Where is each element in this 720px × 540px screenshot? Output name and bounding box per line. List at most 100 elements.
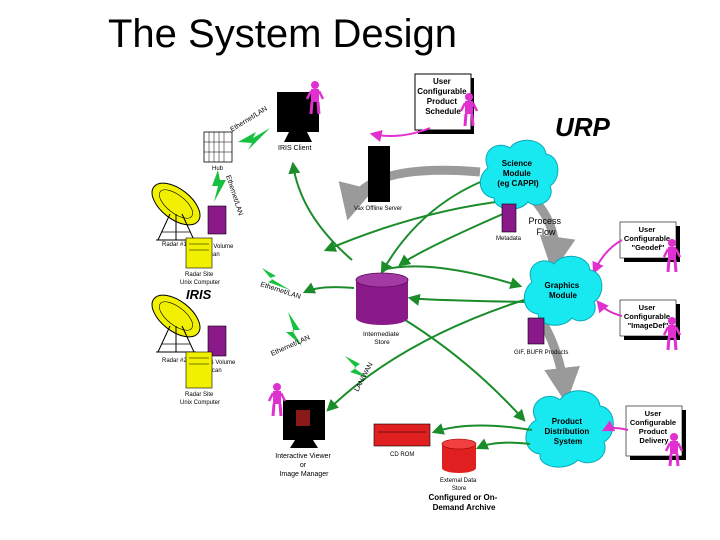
flow-arrow	[381, 265, 523, 289]
process-flow-line: Process	[528, 216, 561, 226]
product-dist-line: Distribution	[544, 427, 589, 436]
archive-line: Demand Archive	[433, 503, 496, 512]
user-delivery-line: Delivery	[639, 436, 669, 445]
link-label: Ethernet/LAN	[259, 281, 301, 301]
svg-text:Science Module (eg: Science Module (eg CAPPI)	[497, 159, 539, 188]
user-delivery-line: User	[645, 409, 662, 418]
svg-text:IRIS Volume Scan: IRIS Volume Scan	[202, 360, 237, 374]
svg-text:User Configurable: User Configurable "Geodef"	[624, 225, 672, 252]
flow-arrow	[380, 177, 491, 275]
intermediate-store-node: Intermediate Store	[355, 272, 409, 346]
external-store-line: External Data	[440, 478, 477, 484]
viewer-line: Image Manager	[279, 471, 329, 478]
flow-arrow	[431, 423, 533, 435]
user-schedule-line: Configurable	[417, 87, 467, 96]
product-distribution-node: Product Distribution System	[525, 390, 614, 468]
process-flow-line: Flow	[536, 227, 556, 237]
hub-label: Hub	[212, 166, 224, 172]
science-line: (eg CAPPI)	[497, 179, 539, 188]
user-geodef-line: "Geodef"	[632, 243, 665, 252]
lightning-icon	[286, 312, 302, 346]
flow-arrow	[407, 293, 527, 306]
user-imagedef-line: User	[639, 303, 656, 312]
link-label: LAN/WAN	[354, 362, 375, 393]
graphics-module-node: Graphics Module	[523, 255, 603, 326]
metadata-label: Metadata	[496, 236, 522, 242]
science-line: Module	[503, 169, 532, 178]
user-arrow	[592, 239, 623, 275]
radar-site-line: Unix Computer	[180, 280, 220, 286]
person-icon	[267, 381, 287, 418]
viewer-line: Interactive Viewer	[275, 453, 331, 460]
flow-arrow	[401, 317, 526, 422]
radar-dish-icon	[144, 174, 208, 241]
user-imagedef-line: Configurable	[624, 312, 670, 321]
lightning-icon	[212, 170, 226, 202]
archive-label: Configured or On- Demand Archive	[428, 493, 499, 512]
gif-products-label: GIF, BUFR Products	[514, 350, 568, 356]
user-arrow	[369, 127, 431, 142]
svg-text:Product Distribution: Product Distribution System	[544, 417, 591, 446]
process-flow-label: Process Flow	[528, 216, 563, 237]
iris-label: IRIS	[186, 287, 212, 302]
flow-arrow	[302, 282, 355, 294]
graphics-line: Module	[549, 291, 578, 300]
viewer-line: or	[300, 462, 307, 469]
radar-site-line: Unix Computer	[180, 400, 220, 406]
intermediate-store-line: Store	[374, 339, 390, 346]
intermediate-store-line: Intermediate	[363, 331, 400, 338]
svg-text:User Configurable: User Configurable "ImageDef"	[624, 303, 672, 330]
user-delivery-line: Product	[639, 427, 668, 436]
lightning-icon	[345, 356, 368, 378]
radar-site-line: Radar Site	[185, 392, 214, 398]
gif-products-node: GIF, BUFR Products	[514, 317, 568, 356]
iris-volume-line: IRIS Volume	[202, 360, 236, 366]
svg-text:Intermediate Store: Intermediate Store	[363, 331, 401, 346]
external-store-line: Store	[452, 486, 467, 492]
product-dist-line: System	[554, 437, 582, 446]
link-label: Ethernet/LAN	[270, 334, 311, 357]
science-line: Science	[502, 159, 533, 168]
svg-text:Interactive Viewer or: Interactive Viewer or Image Manager	[275, 453, 332, 478]
svg-text:User Configurable: User Configurable Product Schedule	[417, 77, 469, 116]
cd-rom-label: CD ROM	[390, 452, 414, 458]
user-delivery-line: Configurable	[630, 418, 676, 427]
user-geodef-line: Configurable	[624, 234, 670, 243]
user-schedule-line: Product	[427, 97, 458, 106]
user-imagedef-line: "ImageDef"	[628, 321, 669, 330]
vax-server-node: Vax Offline Server	[354, 146, 402, 212]
radar-site-node: Radar Site Unix Computer	[180, 351, 220, 406]
svg-text:IRIS Volume Scan: IRIS Volume Scan	[200, 244, 235, 258]
svg-text:Radar Site Unix Computer: Radar Site Unix Computer	[180, 392, 220, 406]
science-module-node: Science Module (eg CAPPI)	[479, 139, 559, 210]
iris-volume-line: IRIS Volume	[200, 244, 234, 250]
lightning-icon	[262, 268, 290, 290]
iris-client-label: IRIS Client	[278, 145, 312, 152]
urp-label: URP	[555, 112, 611, 142]
graphics-line: Graphics	[545, 281, 580, 290]
user-schedule-line: User	[433, 77, 451, 86]
svg-text:External Data Store: External Data Store	[440, 478, 478, 492]
user-schedule-line: Schedule	[425, 107, 461, 116]
svg-text:User Configurable: User Configurable Product Delivery	[630, 409, 678, 445]
lightning-icon	[238, 128, 270, 150]
radar-site-node: Radar Site Unix Computer	[180, 237, 220, 286]
hub-node: Hub	[203, 131, 233, 172]
slide-title: The System Design	[108, 12, 458, 56]
svg-text:Radar Site Unix Computer: Radar Site Unix Computer	[180, 272, 220, 286]
product-dist-line: Product	[552, 417, 583, 426]
link-label: Ethernet/LAN	[224, 174, 244, 216]
flow-arrow	[323, 199, 513, 252]
metadata-node: Metadata	[496, 203, 522, 242]
radar-label: Radar #1	[162, 242, 187, 248]
radar-site-line: Radar Site	[185, 272, 214, 278]
flow-arrow	[475, 438, 531, 450]
flow-arrow	[288, 161, 353, 261]
user-geodef-line: User	[639, 225, 656, 234]
user-arrow	[596, 300, 623, 317]
flow-arrow	[326, 299, 525, 412]
radar-label: Radar #2	[162, 358, 187, 364]
cd-rom-node: CD ROM	[373, 423, 431, 458]
external-store-node: External Data Store	[440, 438, 478, 492]
